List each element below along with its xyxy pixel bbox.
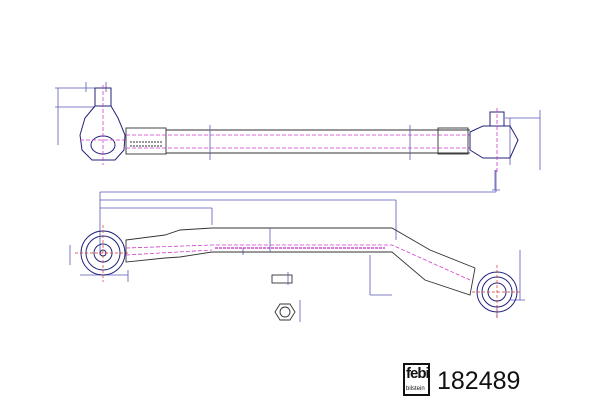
right-ball-joint: [472, 265, 522, 318]
nut-front: [274, 300, 301, 322]
logo-word: febi: [406, 365, 430, 382]
febi-bilstein-logo: febi bilstein: [403, 363, 430, 396]
side-view: [69, 170, 525, 322]
tie-rod-side: [125, 227, 476, 296]
left-joint-top: [79, 85, 128, 165]
right-joint-top: [469, 108, 519, 172]
dimension-lines-side: [69, 170, 525, 318]
top-view: [55, 82, 541, 191]
dimension-lines-top: [55, 82, 541, 191]
nut-side: [271, 272, 293, 285]
logo-sub: bilstein: [406, 386, 425, 392]
part-number: 182489: [437, 367, 521, 395]
left-ball-joint: [75, 225, 130, 282]
rod-top: [125, 125, 470, 160]
